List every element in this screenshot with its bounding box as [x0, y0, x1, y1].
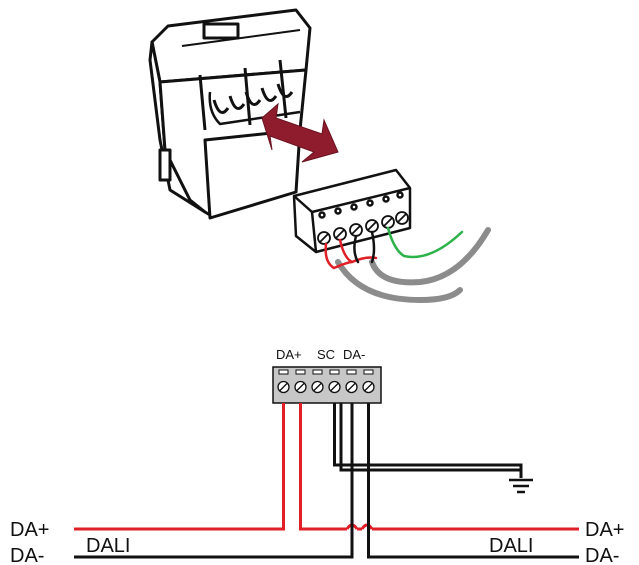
plug-terminal-block	[292, 168, 412, 254]
terminal-label-da-minus: DA-	[343, 347, 365, 362]
dali-module-body	[148, 8, 312, 220]
device-illustration	[148, 8, 491, 304]
da-plus-bus	[74, 403, 579, 531]
double-arrow-icon	[261, 102, 339, 163]
da-minus-bus	[74, 403, 579, 559]
shield-wires	[333, 403, 523, 478]
ground-icon	[509, 478, 533, 494]
left-dali-label: DALI	[86, 535, 130, 557]
terminal-label-da-plus: DA+	[276, 347, 302, 362]
right-da-plus-label: DA+	[585, 519, 624, 541]
terminal-label-sc: SC	[317, 347, 335, 362]
left-da-plus-label: DA+	[10, 519, 49, 541]
left-da-minus-label: DA-	[10, 545, 44, 565]
right-dali-label: DALI	[489, 535, 533, 557]
terminal-schematic: DA+ SC DA-	[10, 347, 624, 565]
terminal-block	[272, 366, 382, 404]
right-da-minus-label: DA-	[585, 545, 619, 565]
connected-cables	[324, 226, 491, 304]
